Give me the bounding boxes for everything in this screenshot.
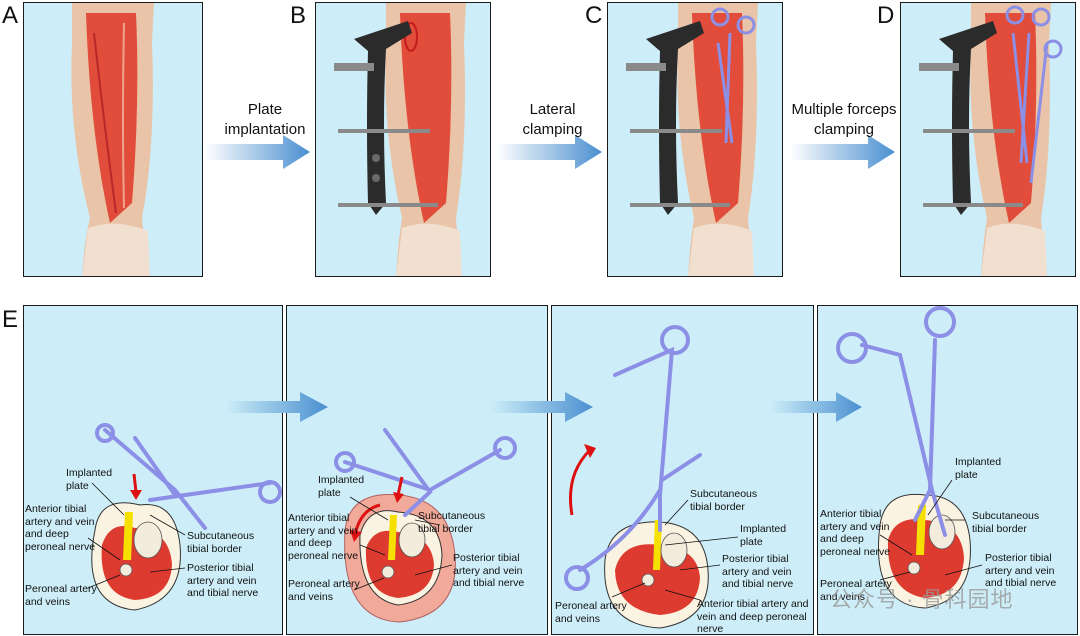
e3-leader-lines (611, 499, 739, 601)
panel-label-c: C (585, 2, 603, 29)
panel-b-leg (315, 2, 491, 277)
arrow-e3-to-e4 (770, 392, 862, 422)
e3-red-curve (568, 448, 592, 516)
e2-cross-section (344, 493, 456, 623)
leg-with-plate-b (334, 3, 466, 276)
panel-label-a: A (2, 2, 19, 29)
arrow-e1-to-e2 (225, 392, 328, 422)
arrow-b-to-c (497, 135, 602, 169)
e4-forceps (836, 306, 956, 537)
arrow-c-to-d (790, 135, 895, 169)
panel-label-e: E (2, 306, 19, 333)
e1-forceps (95, 423, 282, 530)
arrow-e2-to-e3 (490, 392, 593, 422)
panel-d-leg (900, 2, 1076, 277)
e4-cross-section (877, 493, 971, 609)
e4-leader-lines (879, 479, 983, 581)
panel-c-leg (607, 2, 783, 277)
leg-with-forceps-c (626, 3, 758, 276)
e2-leader-lines (349, 496, 453, 591)
panel-a-leg (23, 2, 203, 277)
e3-forceps (564, 325, 702, 591)
e3-cross-section (604, 520, 709, 629)
arrow-a-to-b (205, 135, 310, 169)
e1-cross-section (91, 502, 181, 611)
e1-leader-lines (87, 482, 186, 589)
leg-illustration-a (71, 3, 154, 276)
e1-red-arrow (132, 473, 138, 493)
leg-with-multiple-forceps-d (919, 3, 1063, 276)
panel-label-b: B (290, 2, 307, 29)
panel-label-d: D (877, 2, 895, 29)
e2-forceps (334, 428, 517, 517)
watermark: 公众号 · 骨科园地 (830, 587, 1014, 612)
